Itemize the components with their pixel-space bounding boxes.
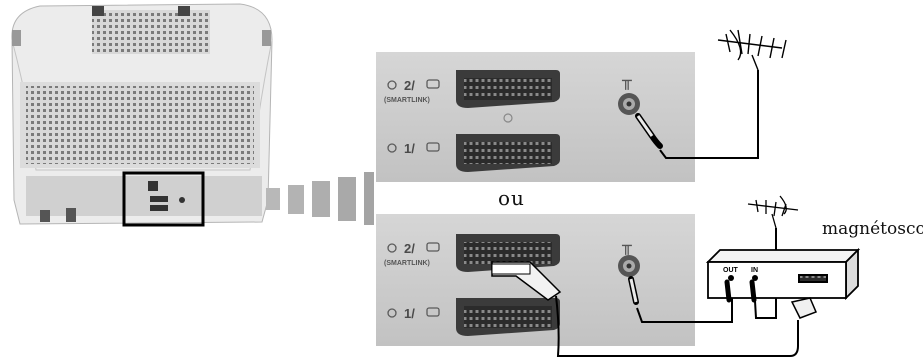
vcr-label: magnétoscope xyxy=(822,219,923,239)
vcr-out-label: OUT xyxy=(723,267,739,274)
av-input-icon xyxy=(387,143,397,153)
antenna-symbol: ╥ xyxy=(621,236,632,255)
antenna-cable-top xyxy=(635,70,759,159)
scart-icon xyxy=(426,307,440,317)
av-input-icon xyxy=(387,80,397,90)
av-input-icon xyxy=(387,308,397,318)
tv-rear-vent-grill xyxy=(26,86,254,164)
scart-icon xyxy=(426,242,440,252)
antenna-symbol: ╥ xyxy=(621,71,632,90)
vcr-in-socket xyxy=(752,275,758,281)
av2-label: 2/ xyxy=(404,78,415,93)
scart-icon xyxy=(426,79,440,89)
connector-panel-top: 2/ (SMARTLINK) 1/ ╥ xyxy=(376,52,695,182)
tv-top-vent-grill xyxy=(92,10,210,54)
tv-rear-view xyxy=(11,3,273,227)
smartlink-label: (SMARTLINK) xyxy=(384,97,430,104)
roof-antenna-icon xyxy=(717,29,787,71)
vcr-device: OUT IN xyxy=(705,247,861,303)
connector-zoom-box xyxy=(122,171,205,227)
vcr-out-socket xyxy=(728,275,734,281)
antenna-cable-bottom xyxy=(628,276,733,323)
av1-label: 1/ xyxy=(404,306,415,321)
av-input-icon xyxy=(387,243,397,253)
av2-label: 2/ xyxy=(404,241,415,256)
scart-plug xyxy=(491,261,799,357)
vcr-in-label: IN xyxy=(751,267,758,274)
connector-panel-bottom: 2/ (SMARTLINK) 1/ ╥ xyxy=(376,214,695,346)
scart-icon xyxy=(426,142,440,152)
smartlink-label: (SMARTLINK) xyxy=(384,260,430,267)
roof-antenna-icon xyxy=(747,195,799,229)
zoom-indicator xyxy=(266,172,374,225)
av1-label: 1/ xyxy=(404,141,415,156)
or-label: ou xyxy=(498,186,525,210)
scart-plug-vcr xyxy=(790,297,817,319)
